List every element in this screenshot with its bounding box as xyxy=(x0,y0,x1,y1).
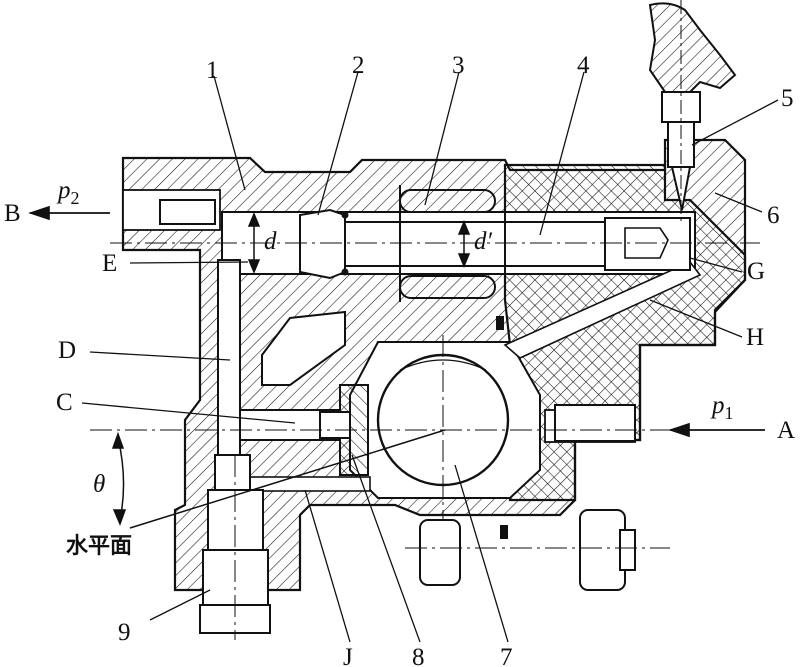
horizontal-plane-label: 水平面 xyxy=(66,534,133,559)
pressure-p2-sub: 2 xyxy=(70,188,80,208)
callout-2: 2 xyxy=(352,52,365,79)
diameter-d-label: d xyxy=(264,228,277,255)
pressure-p1-label: p1 xyxy=(712,392,734,422)
callout-5: 5 xyxy=(781,85,794,112)
flow-arrows xyxy=(28,205,765,438)
label-B: B xyxy=(4,200,21,227)
bolt-nut xyxy=(419,509,636,591)
leader-lines xyxy=(81,71,779,643)
pressure-p1-base: p xyxy=(712,392,725,419)
label-H: H xyxy=(746,324,765,351)
callout-9: 9 xyxy=(118,619,131,646)
label-J: J xyxy=(343,644,353,667)
diameter-arrows xyxy=(247,212,471,274)
pressure-p2-base: p xyxy=(58,177,71,204)
callout-6: 6 xyxy=(767,202,780,229)
spool-2 xyxy=(299,208,401,280)
rod-4 xyxy=(399,217,691,271)
diameter-d-prime-label: d′ xyxy=(474,228,492,255)
callout-1: 1 xyxy=(206,57,219,84)
pressure-p1-sub: 1 xyxy=(724,403,734,423)
label-E: E xyxy=(102,250,118,277)
needle-adjuster-5 xyxy=(648,0,737,222)
angle-theta-marker xyxy=(111,429,446,529)
label-C: C xyxy=(56,389,73,416)
center-lines xyxy=(90,242,760,640)
label-G: G xyxy=(747,258,766,285)
callout-4: 4 xyxy=(577,52,590,79)
pressure-p2-label: p2 xyxy=(58,177,80,207)
angle-theta-label: θ xyxy=(93,471,106,498)
spring-3 xyxy=(399,170,506,302)
label-D: D xyxy=(58,337,77,364)
callout-7: 7 xyxy=(500,644,513,667)
o-ring-lower xyxy=(500,525,508,539)
plug-fittings xyxy=(159,199,636,491)
o-ring-upper xyxy=(496,316,504,330)
callout-3: 3 xyxy=(452,52,465,79)
label-A: A xyxy=(777,417,796,444)
callout-8: 8 xyxy=(412,644,425,667)
